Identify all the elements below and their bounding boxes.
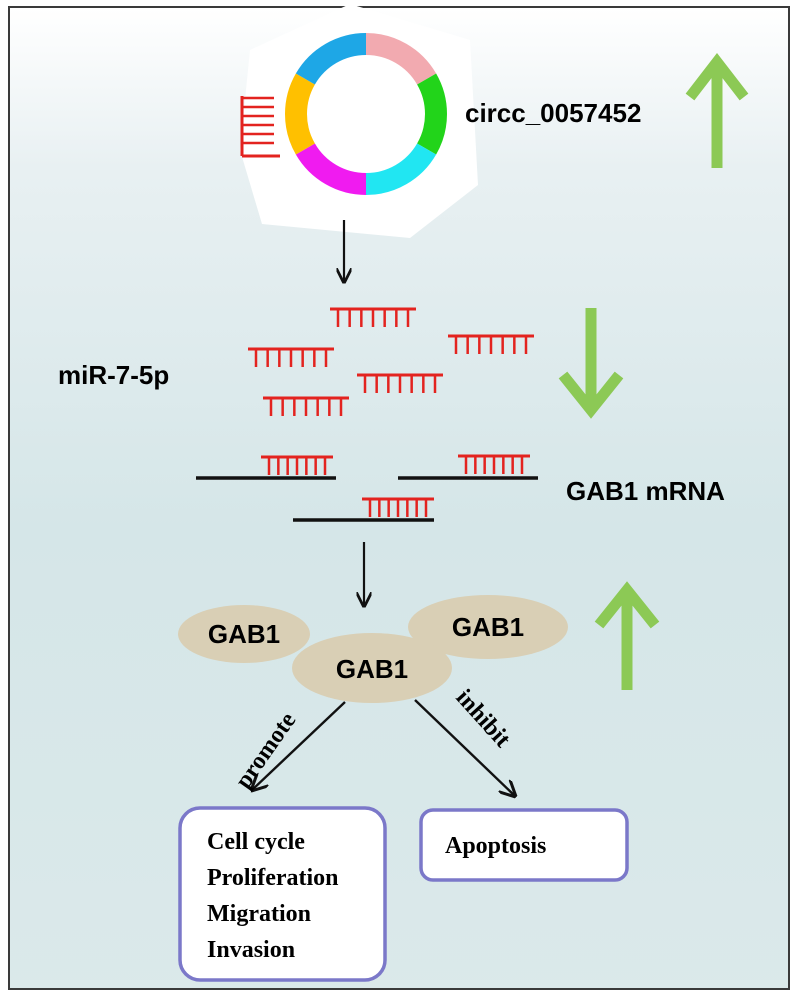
inhibited-outcomes-box [419,808,629,882]
mirna-icon [263,396,349,416]
ring-segment [295,33,367,85]
mirna-icon [261,455,333,475]
gab1-protein-center [292,633,452,703]
mirna-icon [248,347,334,367]
ring-segment [365,33,437,85]
promoted-outcomes-box [178,806,387,982]
gab1-label-right: GAB1 [452,612,524,642]
gab1-protein-right [408,595,568,659]
promote-label: promote [231,708,302,794]
ring-segment [365,143,437,195]
mirna-icon [362,497,434,517]
gab1-label-left: GAB1 [208,619,280,649]
gab1-label-center: GAB1 [336,654,408,684]
promoted-outcome-item: Cell cycle [207,829,305,855]
trend-down-arrow-icon [558,308,624,419]
circrna-ring [285,33,447,195]
promoted-outcome-item: Invasion [207,937,295,963]
mirna-icon [330,307,416,327]
inhibited-outcome-item: Apoptosis [445,833,546,859]
ring-segment [285,73,316,155]
free-mirna-group [248,307,534,517]
promoted-outcome-item: Migration [207,901,311,927]
gab1-protein-left [178,605,310,663]
circrna-label: circc_0057452 [465,98,641,128]
promote-arrow [252,701,346,790]
trend-up-arrow-icon [594,581,660,690]
inhibit-arrow [414,699,515,796]
mirna-label: miR-7-5p [58,360,169,390]
mirna-icon [357,373,443,393]
promoted-outcome-item: Proliferation [207,865,339,891]
ring-segment [295,143,367,195]
ring-segment [416,73,447,155]
circ-bound-mirna-icon [240,96,280,158]
mrna-label: GAB1 mRNA [566,476,725,506]
mrna-strands [196,476,538,522]
trend-up-arrow-icon [685,52,749,168]
mirna-icon [448,334,534,354]
mirna-icon [458,454,530,474]
